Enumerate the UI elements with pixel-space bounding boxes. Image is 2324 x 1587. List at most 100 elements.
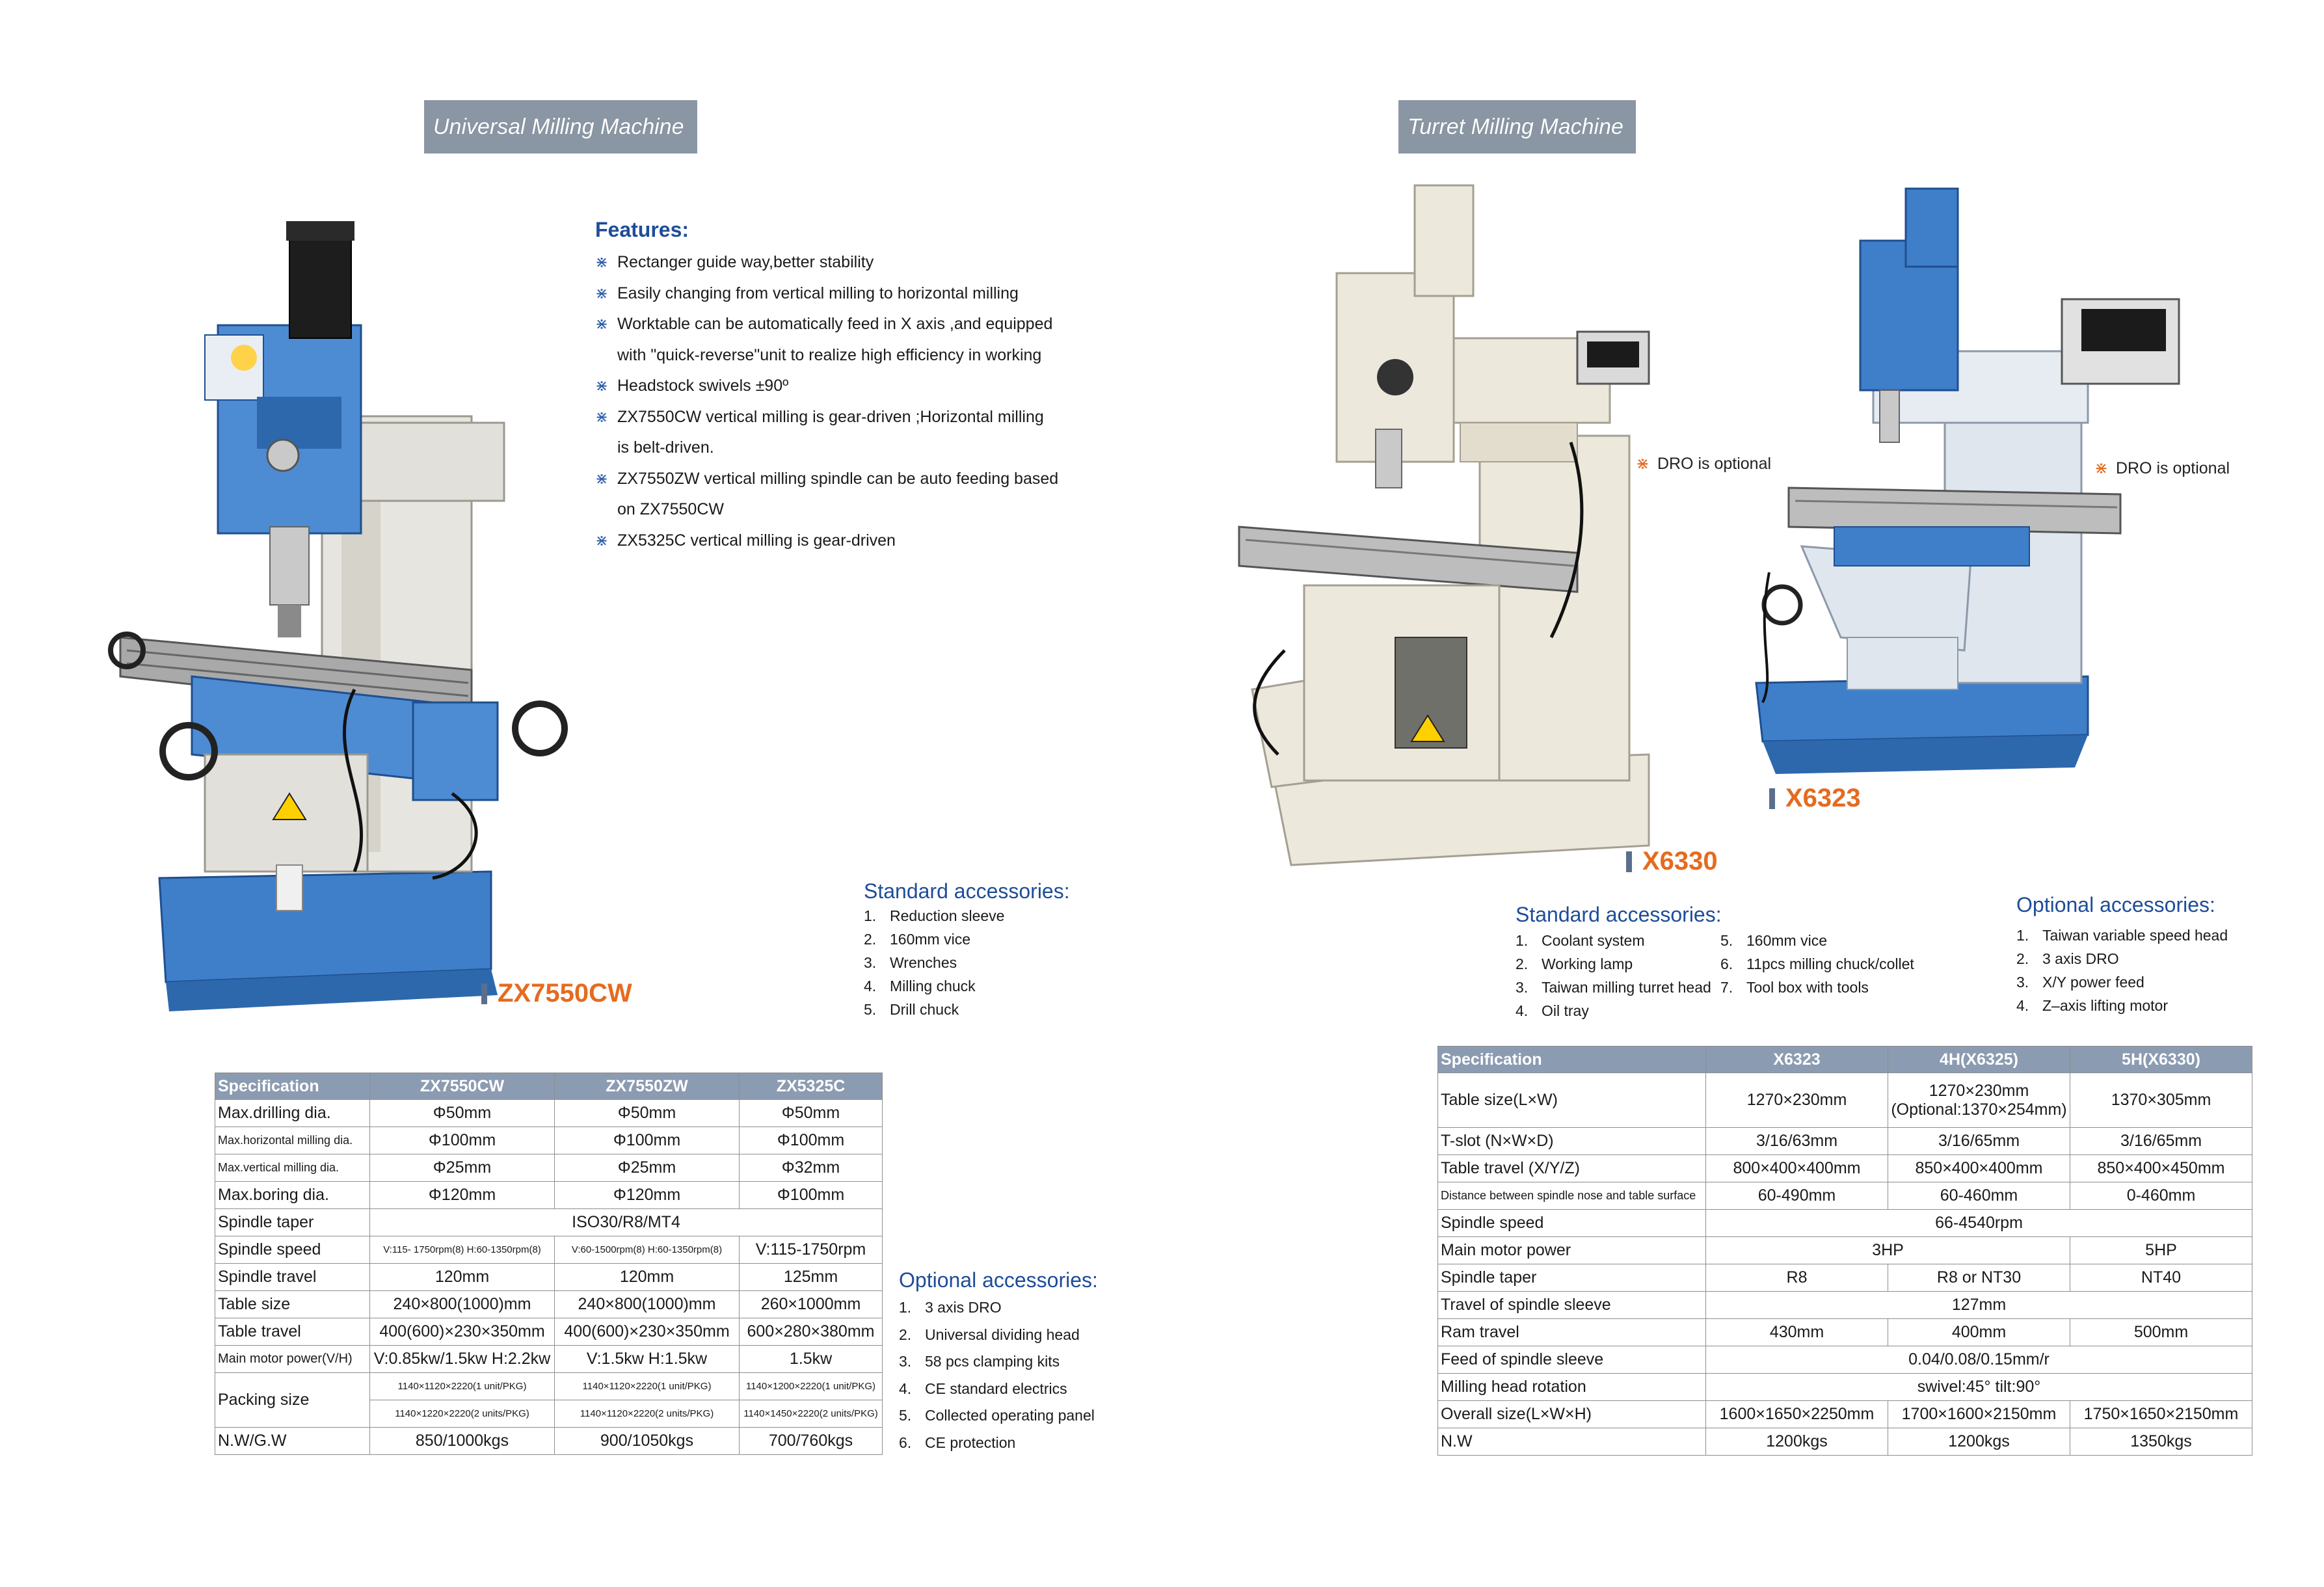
list-item: 2.160mm vice xyxy=(864,931,970,948)
table-row: T-slot (N×W×D) 3/16/63mm 3/16/65mm 3/16/… xyxy=(1437,1127,2252,1155)
asterism-icon: ⋇ xyxy=(595,315,609,333)
column-header: X6323 xyxy=(1705,1046,1888,1073)
column-header: Specification xyxy=(215,1073,370,1100)
list-item: 5.Collected operating panel xyxy=(899,1407,1095,1424)
column-header: Specification xyxy=(1437,1046,1706,1073)
table-row: Distance between spindle nose and table … xyxy=(1437,1182,2252,1210)
asterism-icon: ⋇ xyxy=(595,254,609,271)
standard-accessories-heading: Standard accessories: xyxy=(864,879,1070,903)
table-row: 1140×1220×2220(2 units/PKG) 1140×1120×22… xyxy=(215,1400,883,1428)
universal-milling-machine-image xyxy=(108,221,568,1011)
list-item: 6.11pcs milling chuck/collet xyxy=(1720,955,1914,972)
standard-accessories-heading: Standard accessories: xyxy=(1516,903,1722,926)
table-row: Spindle taper ISO30/R8/MT4 xyxy=(215,1208,883,1236)
feature-item: ⋇Rectanger guide way,better stability xyxy=(595,247,1058,278)
list-item: 2.3 axis DRO xyxy=(2016,950,2119,967)
list-item: 5.Drill chuck xyxy=(864,1001,959,1018)
list-item: 3.Taiwan milling turret head xyxy=(1516,979,1711,996)
standard-accessories-list-col2: 5.160mm vice 6.11pcs milling chuck/colle… xyxy=(1720,929,1914,999)
model-marker xyxy=(1626,851,1632,872)
model-label-x6323: X6323 xyxy=(1769,784,1861,813)
table-row: Main motor power(V/H) V:0.85kw/1.5kw H:2… xyxy=(215,1345,883,1373)
asterism-icon: ⋇ xyxy=(595,408,609,426)
column-header: 4H(X6325) xyxy=(1888,1046,2070,1073)
table-row: Spindle speed V:115- 1750rpm(8) H:60-135… xyxy=(215,1236,883,1264)
list-item: 1.Reduction sleeve xyxy=(864,907,1005,924)
list-item: 3.Wrenches xyxy=(864,954,957,971)
x6330-machine-image xyxy=(1238,184,1650,866)
table-row: Milling head rotation swivel:45° tilt:90… xyxy=(1437,1373,2252,1401)
list-item: 5.160mm vice xyxy=(1720,932,1827,949)
asterism-icon: ⋇ xyxy=(1636,455,1650,473)
model-marker xyxy=(1769,788,1775,809)
dro-note-x6330: ⋇DRO is optional xyxy=(1636,455,1772,473)
list-item: 1.Coolant system xyxy=(1516,932,1645,949)
optional-accessories-list: 1.3 axis DRO 2.Universal dividing head 3… xyxy=(899,1294,1095,1456)
dro-note-x6323: ⋇DRO is optional xyxy=(2094,459,2230,477)
list-item: 4.Z–axis lifting motor xyxy=(2016,997,2169,1014)
table-row: Spindle speed 66-4540rpm xyxy=(1437,1209,2252,1237)
feature-item: ⋇ZX7550CW vertical milling is gear-drive… xyxy=(595,402,1058,433)
table-header-row: Specification X6323 4H(X6325) 5H(X6330) xyxy=(1437,1046,2252,1073)
table-row: Table size(L×W) 1270×230mm 1270×230mm (O… xyxy=(1437,1073,2252,1128)
list-item: 4.Milling chuck xyxy=(864,978,976,994)
list-item: 3.X/Y power feed xyxy=(2016,974,2144,991)
features-list: ⋇Rectanger guide way,better stability ⋇E… xyxy=(595,247,1058,556)
table-row: Travel of spindle sleeve 127mm xyxy=(1437,1291,2252,1319)
model-label-zx7550cw: ZX7550CW xyxy=(481,979,632,1008)
section-title: Turret Milling Machine xyxy=(1408,114,1623,139)
standard-accessories-list: 1.Reduction sleeve 2.160mm vice 3.Wrench… xyxy=(864,904,1004,1021)
optional-accessories-heading: Optional accessories: xyxy=(2016,893,2215,916)
optional-accessories-heading: Optional accessories: xyxy=(899,1268,1098,1292)
optional-accessories-list: 1.Taiwan variable speed head 2.3 axis DR… xyxy=(2016,924,2228,1017)
feature-item: ⋇ZX5325C vertical milling is gear-driven xyxy=(595,526,1058,557)
column-header: ZX7550ZW xyxy=(554,1073,740,1100)
table-row: Max.horizontal milling dia. Φ100mm Φ100m… xyxy=(215,1127,883,1154)
section-tab-turret: Turret Milling Machine xyxy=(1398,100,1636,153)
section-title: Universal Milling Machine xyxy=(433,114,684,139)
list-item: 7.Tool box with tools xyxy=(1720,979,1869,996)
list-item: 1.3 axis DRO xyxy=(899,1299,1002,1316)
list-item: 2.Universal dividing head xyxy=(899,1326,1080,1343)
model-label-x6330: X6330 xyxy=(1626,847,1718,876)
universal-spec-table: Specification ZX7550CW ZX7550ZW ZX5325C … xyxy=(215,1073,883,1455)
feature-item: ⋇Worktable can be automatically feed in … xyxy=(595,309,1058,340)
feature-continuation: on ZX7550CW xyxy=(617,500,724,518)
list-item: 1.Taiwan variable speed head xyxy=(2016,927,2228,944)
features-heading: Features: xyxy=(595,218,689,241)
list-item: 2.Working lamp xyxy=(1516,955,1633,972)
table-row: Feed of spindle sleeve 0.04/0.08/0.15mm/… xyxy=(1437,1346,2252,1374)
table-row: N.W/G.W 850/1000kgs 900/1050kgs 700/760k… xyxy=(215,1427,883,1455)
table-row: N.W 1200kgs 1200kgs 1350kgs xyxy=(1437,1428,2252,1456)
x6323-machine-image xyxy=(1755,187,2180,774)
turret-spec-table: Specification X6323 4H(X6325) 5H(X6330) … xyxy=(1437,1046,2252,1456)
model-marker xyxy=(481,983,487,1004)
feature-item: ⋇ZX7550ZW vertical milling spindle can b… xyxy=(595,464,1058,495)
list-item: 4.Oil tray xyxy=(1516,1002,1589,1019)
section-tab-universal: Universal Milling Machine xyxy=(424,100,697,153)
asterism-icon: ⋇ xyxy=(595,531,609,550)
table-row: Ram travel 430mm 400mm 500mm xyxy=(1437,1318,2252,1346)
table-row: Table size 240×800(1000)mm 240×800(1000)… xyxy=(215,1290,883,1318)
table-row: Spindle travel 120mm 120mm 125mm xyxy=(215,1263,883,1291)
table-row: Spindle taper R8 R8 or NT30 NT40 xyxy=(1437,1264,2252,1292)
column-header: ZX5325C xyxy=(739,1073,883,1100)
column-header: ZX7550CW xyxy=(369,1073,555,1100)
feature-continuation: with "quick-reverse"unit to realize high… xyxy=(617,345,1042,364)
asterism-icon: ⋇ xyxy=(595,284,609,302)
list-item: 6.CE protection xyxy=(899,1434,1016,1451)
list-item: 3.58 pcs clamping kits xyxy=(899,1353,1060,1370)
asterism-icon: ⋇ xyxy=(2094,459,2108,477)
asterism-icon: ⋇ xyxy=(595,470,609,488)
table-row: Table travel 400(600)×230×350mm 400(600)… xyxy=(215,1318,883,1346)
table-row: Max.vertical milling dia. Φ25mm Φ25mm Φ3… xyxy=(215,1154,883,1182)
table-row: Packing size 1140×1120×2220(1 unit/PKG) … xyxy=(215,1372,883,1428)
column-header: 5H(X6330) xyxy=(2070,1046,2252,1073)
standard-accessories-list-col1: 1.Coolant system 2.Working lamp 3.Taiwan… xyxy=(1516,929,1711,1022)
feature-item: ⋇Headstock swivels ±90º xyxy=(595,371,1058,402)
table-row: Max.boring dia. Φ120mm Φ120mm Φ100mm xyxy=(215,1181,883,1209)
table-row: Max.drilling dia. Φ50mm Φ50mm Φ50mm xyxy=(215,1099,883,1127)
table-row: Main motor power 3HP 5HP xyxy=(1437,1236,2252,1264)
table-row: Overall size(L×W×H) 1600×1650×2250mm 170… xyxy=(1437,1400,2252,1428)
list-item: 4.CE standard electrics xyxy=(899,1380,1067,1397)
